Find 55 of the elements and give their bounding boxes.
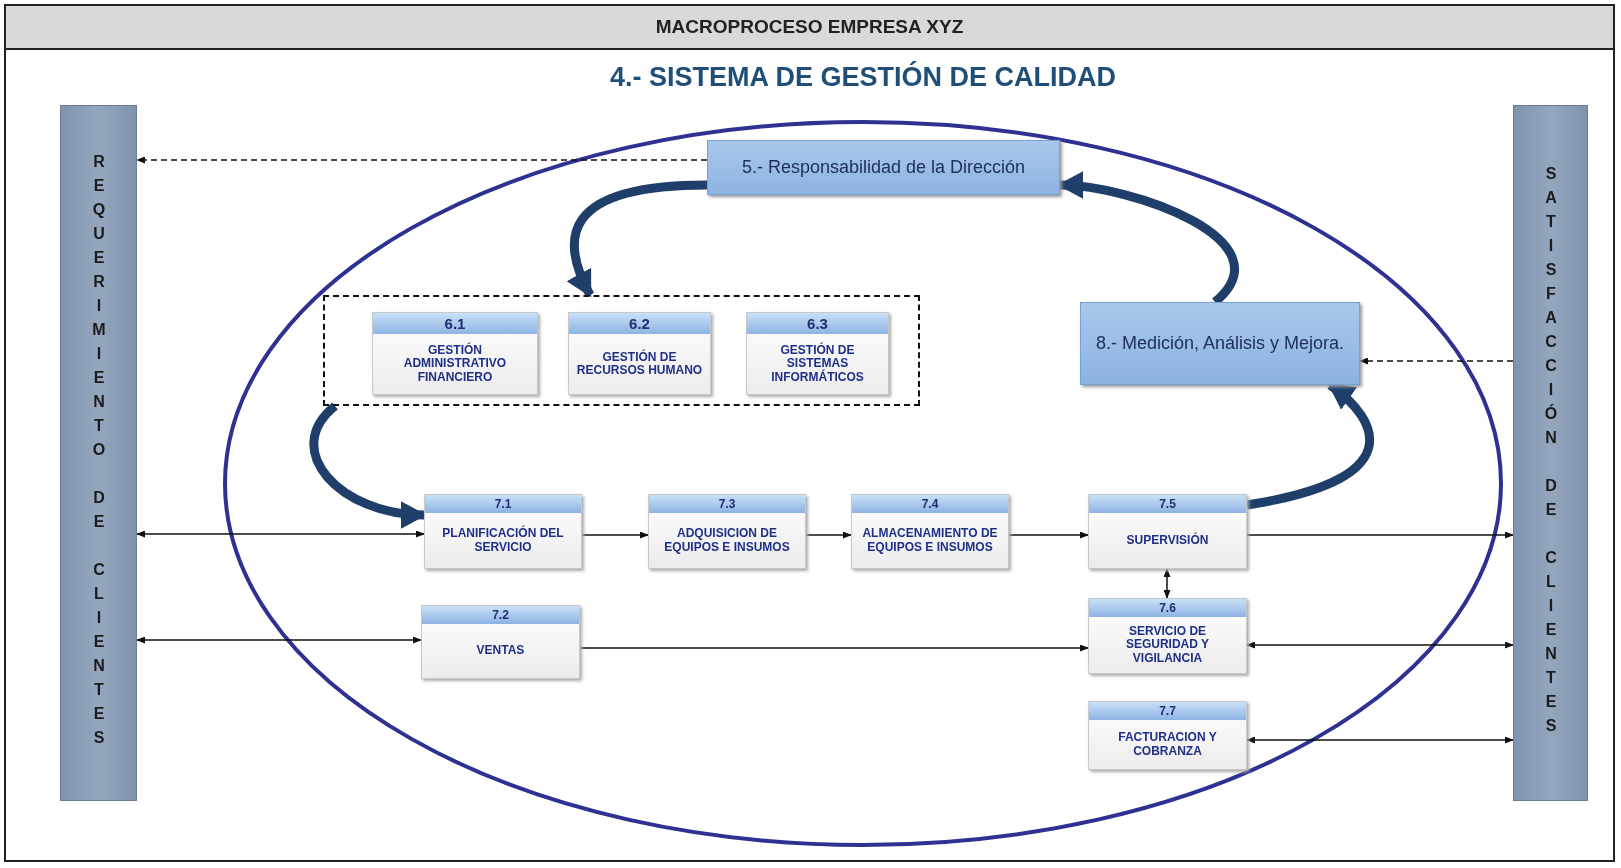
process-number: 7.3: [649, 495, 805, 513]
process-label: 8.- Medición, Análisis y Mejora.: [1095, 333, 1345, 354]
process-label: GESTIÓN ADMINISTRATIVO FINANCIERO: [402, 341, 508, 386]
process-number: 7.6: [1089, 599, 1246, 617]
process-number: 7.1: [425, 495, 581, 513]
process-box: [851, 494, 1009, 569]
system-ellipse: [222, 62, 1504, 848]
process-number: 7.5: [1089, 495, 1246, 513]
process-box: [1080, 302, 1360, 385]
arrow: [1246, 531, 1514, 539]
process-label: VENTAS: [475, 642, 526, 660]
band-label: SATISFACCIÓN DE CLIENTES: [1541, 165, 1560, 741]
group-frame: [323, 295, 920, 406]
side-band: [60, 105, 137, 801]
process-number: 7.4: [852, 495, 1008, 513]
process-number: 6.2: [569, 313, 710, 334]
process-box: [1088, 598, 1247, 674]
process-label: GESTIÓN DE RECURSOS HUMANO: [575, 348, 704, 379]
process-box: [424, 494, 582, 569]
process-box: [648, 494, 806, 569]
arrow: [805, 531, 852, 539]
double-arrow: [1246, 736, 1514, 744]
process-label: ALMACENAMIENTO DE EQUIPOS E INSUMOS: [861, 525, 999, 556]
process-label: ADQUISICION DE EQUIPOS E INSUMOS: [663, 525, 791, 556]
process-number: 6.1: [373, 313, 537, 334]
process-label: FACTURACION Y COBRANZA: [1117, 729, 1218, 760]
dashed-arrow: [136, 156, 708, 164]
process-box: [421, 605, 580, 679]
double-arrow: [1163, 568, 1171, 599]
side-band: [1513, 105, 1588, 801]
header-title: MACROPROCESO EMPRESA XYZ: [655, 16, 964, 38]
double-arrow: [136, 530, 425, 538]
process-box: [372, 312, 538, 395]
arrow: [1008, 531, 1089, 539]
arrow: [581, 531, 649, 539]
process-number: 7.7: [1089, 702, 1246, 720]
process-box: [1088, 701, 1247, 770]
double-arrow: [1246, 641, 1514, 649]
process-label: PLANIFICACIÓN DEL SERVICIO: [441, 524, 565, 556]
process-number: 6.3: [747, 313, 888, 334]
process-label: SUPERVISIÓN: [1125, 531, 1210, 549]
process-label: GESTIÓN DE SISTEMAS INFORMÁTICOS: [770, 341, 865, 386]
double-arrow: [136, 636, 422, 644]
dashed-arrow: [1359, 357, 1514, 365]
process-box: [568, 312, 711, 395]
process-box: [746, 312, 889, 395]
process-box: [707, 140, 1060, 195]
process-label: SERVICIO DE SEGURIDAD Y VIGILANCIA: [1124, 623, 1211, 667]
process-number: 7.2: [422, 606, 579, 624]
arrow: [579, 644, 1089, 652]
process-box: [1088, 494, 1247, 569]
curved-arrow: [567, 180, 708, 298]
process-label: 5.- Responsabilidad de la Dirección: [741, 157, 1026, 178]
section-title: 4.- SISTEMA DE GESTIÓN DE CALIDAD: [608, 62, 1117, 93]
band-label: REQUERIMIENTO DE CLIENTES: [89, 153, 108, 753]
